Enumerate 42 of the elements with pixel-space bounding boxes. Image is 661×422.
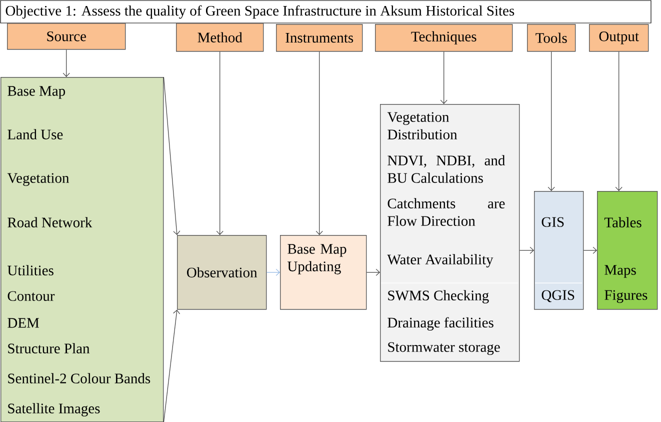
arrow xyxy=(440,51,448,104)
arrow xyxy=(62,49,70,77)
list-item: Stormwater storage xyxy=(388,342,500,355)
header-box: Source xyxy=(7,23,126,50)
list-item: Vegetation Distribution xyxy=(387,112,458,140)
list-item: Utilities xyxy=(8,265,54,276)
list-item: Vegetation xyxy=(7,173,70,186)
list-item: SWMS Checking xyxy=(388,290,489,304)
arrow xyxy=(366,268,380,276)
list-item: Catchments are Flow Direction xyxy=(388,198,505,226)
arrow xyxy=(266,268,280,276)
process-box: Base Map Updating xyxy=(280,235,367,310)
list-item: Sentinel-2 Colour Bands xyxy=(8,373,150,384)
process-box: Observation xyxy=(177,235,267,310)
list-item: Road Network xyxy=(8,217,92,228)
list-item: Maps xyxy=(604,265,636,278)
arrow xyxy=(615,51,622,191)
title-box: Objective 1: Assess the quality of Green Space Infrastructure in Aksum Historical Sites xyxy=(0,0,652,24)
list-item: Drainage facilities xyxy=(388,317,494,331)
list-item: GIS xyxy=(542,217,564,227)
list-item: Land Use xyxy=(8,129,63,140)
arrow xyxy=(548,51,555,191)
list-item: Base Map xyxy=(8,86,66,99)
arrow xyxy=(163,76,180,235)
header-box: Instruments xyxy=(276,24,363,52)
arrow xyxy=(519,246,534,254)
list-item: Structure Plan xyxy=(8,343,90,354)
list-item: Figures xyxy=(604,290,648,303)
list-item: Water Availability xyxy=(387,254,494,268)
list-item: Satellite Images xyxy=(8,403,100,416)
list-item: Contour xyxy=(8,291,55,301)
list-item: QGIS xyxy=(542,290,574,302)
list-item: NDVI, NDBI, and BU Calculations xyxy=(388,155,505,183)
list-item: Tables xyxy=(604,217,642,228)
arrow xyxy=(216,51,224,235)
header-box: Tools xyxy=(527,24,576,52)
header-box: Output xyxy=(589,24,649,52)
list-item: DEM xyxy=(8,318,39,328)
header-box: Techniques xyxy=(375,24,513,52)
arrow xyxy=(316,51,323,235)
arrow xyxy=(583,246,597,254)
header-box: Method xyxy=(176,23,264,52)
